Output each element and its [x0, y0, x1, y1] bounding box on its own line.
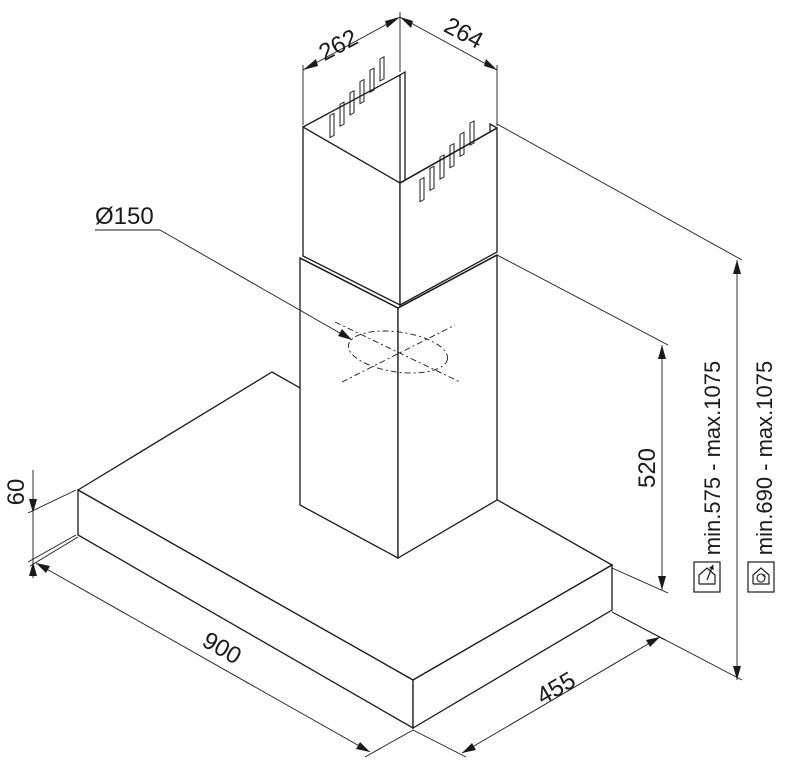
- dim-label-900: 900: [198, 627, 246, 670]
- hood-side-face: [412, 563, 613, 730]
- lower-chimney: [299, 253, 498, 560]
- dim-hood-depth: [412, 611, 666, 758]
- dim-label-264: 264: [440, 12, 488, 55]
- house-exhaust-icon: [693, 561, 721, 593]
- dim-chimney-top: [302, 12, 498, 126]
- vent-slots-left: [329, 56, 385, 139]
- dim-duct-leader: [95, 229, 353, 341]
- dim-label-exhaust-range: min.575 - max.1075: [700, 361, 725, 555]
- dim-hood-width: [29, 536, 414, 758]
- vent-slots-right: [419, 120, 475, 203]
- dim-label-60: 60: [3, 479, 30, 506]
- upper-chimney: [302, 56, 498, 307]
- duct-outlet: [334, 321, 461, 383]
- dim-label-diameter: Ø150: [95, 203, 154, 230]
- dim-lower-chimney-height: [496, 254, 669, 594]
- dim-hood-thickness: [27, 470, 77, 578]
- dim-label-455: 455: [532, 667, 580, 710]
- dim-label-520: 520: [634, 448, 661, 488]
- house-recirculation-icon: [747, 561, 775, 593]
- dim-label-recirculation-range: min.690 - max.1075: [752, 361, 777, 555]
- lower-chimney-left-face: [299, 256, 399, 560]
